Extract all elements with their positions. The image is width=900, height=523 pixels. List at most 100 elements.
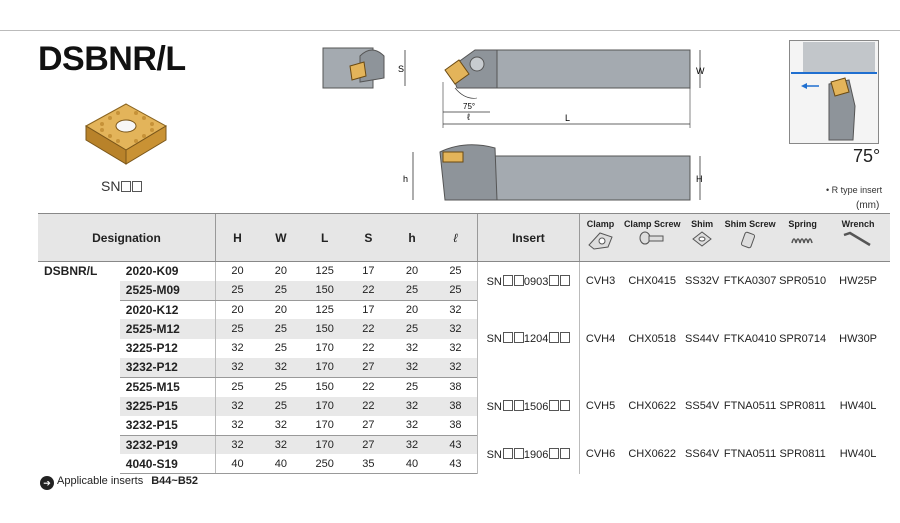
designation-code: 2525-M09 (119, 280, 216, 301)
clamp-screw-cell: CHX0622 (628, 400, 677, 413)
dim-L-cell: 150 (302, 319, 347, 339)
dim-S-cell: 35 (346, 454, 391, 475)
col-L: L (302, 213, 347, 262)
dim-S-cell: 22 (362, 381, 375, 394)
designation-code: 3225-P12 (125, 341, 178, 356)
col-shim: Shim (683, 213, 722, 262)
dim-H-cell: 25 (214, 319, 260, 339)
spring-cell: SPR0510 (779, 275, 827, 288)
col-S: S (346, 213, 391, 262)
dim-H-cell: 25 (214, 377, 260, 397)
dim-W-label: W (696, 66, 705, 76)
designation-code: 2525-M12 (119, 319, 216, 339)
dim-H-cell: 40 (214, 454, 260, 475)
dim-S-label: S (398, 64, 404, 74)
dim-W-cell: 25 (274, 342, 288, 355)
clamp-cell: CVH4 (585, 332, 616, 345)
unit-label: (mm) (856, 200, 880, 211)
clamp-cell: CVH6 (585, 448, 616, 461)
spring-cell: SPR0811 (779, 448, 826, 461)
shim-screw-cell: FTNA0511 (723, 448, 777, 461)
dim-H-cell: 25 (214, 280, 260, 301)
dim-H-cell: 32 (214, 435, 260, 455)
dim-H-cell: 32 (214, 338, 260, 358)
designation-code: 3232-P19 (119, 435, 216, 455)
dim-h-cell: 25 (405, 381, 419, 394)
designation-code: 3232-P15 (119, 415, 216, 436)
dim-W-cell: 32 (259, 357, 303, 378)
designation-code: 3225-P15 (119, 396, 216, 416)
dim-L-cell: 150 (302, 280, 347, 301)
col-wrench: Wrench (826, 213, 890, 262)
placeholder-box-icon (549, 274, 560, 286)
placeholder-box-icon (560, 274, 571, 286)
dim-h-cell: 32 (390, 415, 434, 436)
placeholder-box-icon (121, 181, 132, 192)
insert-photo (84, 103, 168, 165)
col-spring: Spring (779, 213, 827, 262)
col-insert: Insert (477, 213, 580, 262)
placeholder-box-icon (502, 332, 513, 344)
designation-code: 2020-K12 (125, 302, 179, 317)
insert-code-label: SN (101, 178, 143, 194)
dim-h-cell: 32 (390, 435, 434, 455)
dim-H-cell: 32 (214, 357, 260, 378)
wrench-icon (843, 231, 871, 247)
dim-W-cell: 25 (259, 280, 303, 301)
clamp-cell: CVH5 (585, 400, 616, 413)
placeholder-box-icon (513, 447, 524, 459)
placeholder-box-icon (560, 332, 571, 344)
dim-W-cell: 25 (259, 396, 303, 416)
dim-W-cell: 32 (259, 435, 303, 455)
dim-W-cell: 20 (274, 303, 288, 316)
dim-h-cell: 32 (390, 357, 434, 378)
dim-H-cell: 32 (214, 396, 260, 416)
dim-ell-cell: 32 (433, 357, 478, 378)
dim-L-label: L (565, 113, 570, 123)
dim-L-cell: 150 (315, 381, 334, 394)
wrench-cell: HW25P (839, 275, 878, 288)
col-W: W (259, 213, 303, 262)
dim-H-cell: 20 (214, 261, 260, 281)
col-clamp-screw: Clamp Screw (621, 213, 684, 262)
placeholder-box-icon (502, 447, 513, 459)
dim-h-label: h (403, 174, 408, 184)
dim-ell-cell: 38 (433, 415, 478, 436)
clamp-screw-cell: CHX0415 (628, 275, 677, 288)
shim-cell: SS54V (685, 400, 720, 413)
designation-code: 4040-S19 (119, 454, 216, 475)
insert-range[interactable]: B44~B52 (151, 475, 199, 487)
dim-S-cell: 22 (346, 280, 391, 301)
dim-ell-cell: 25 (433, 280, 478, 301)
dim-W-cell: 25 (259, 319, 303, 339)
designation-code: 2525-M15 (125, 380, 180, 395)
dim-L-cell: 125 (315, 265, 334, 278)
wrench-cell: HW30P (839, 332, 878, 345)
dim-L-cell: 170 (302, 396, 347, 416)
placeholder-box-icon (502, 274, 513, 286)
dim-L-cell: 125 (315, 303, 334, 316)
placeholder-box-icon (132, 181, 143, 192)
dim-ell-cell: 38 (433, 396, 478, 416)
clamp-icon (587, 232, 613, 250)
designation-code: 2020-K09 (125, 264, 179, 279)
screw-icon (639, 231, 664, 245)
arrow-right-circle-icon: ➔ (40, 476, 54, 490)
dim-ell-cell: 32 (433, 319, 478, 339)
application-view-drawing (789, 40, 879, 144)
dim-S-cell: 17 (362, 265, 375, 278)
shim-screw-icon (741, 231, 756, 249)
spring-cell: SPR0811 (779, 400, 826, 413)
col-ell: ℓ (433, 213, 478, 262)
dim-H-cell: 20 (214, 300, 260, 320)
wrench-cell: HW40L (839, 400, 877, 413)
clamp-screw-cell: CHX0518 (628, 332, 677, 345)
dim-h-cell: 25 (390, 319, 434, 339)
